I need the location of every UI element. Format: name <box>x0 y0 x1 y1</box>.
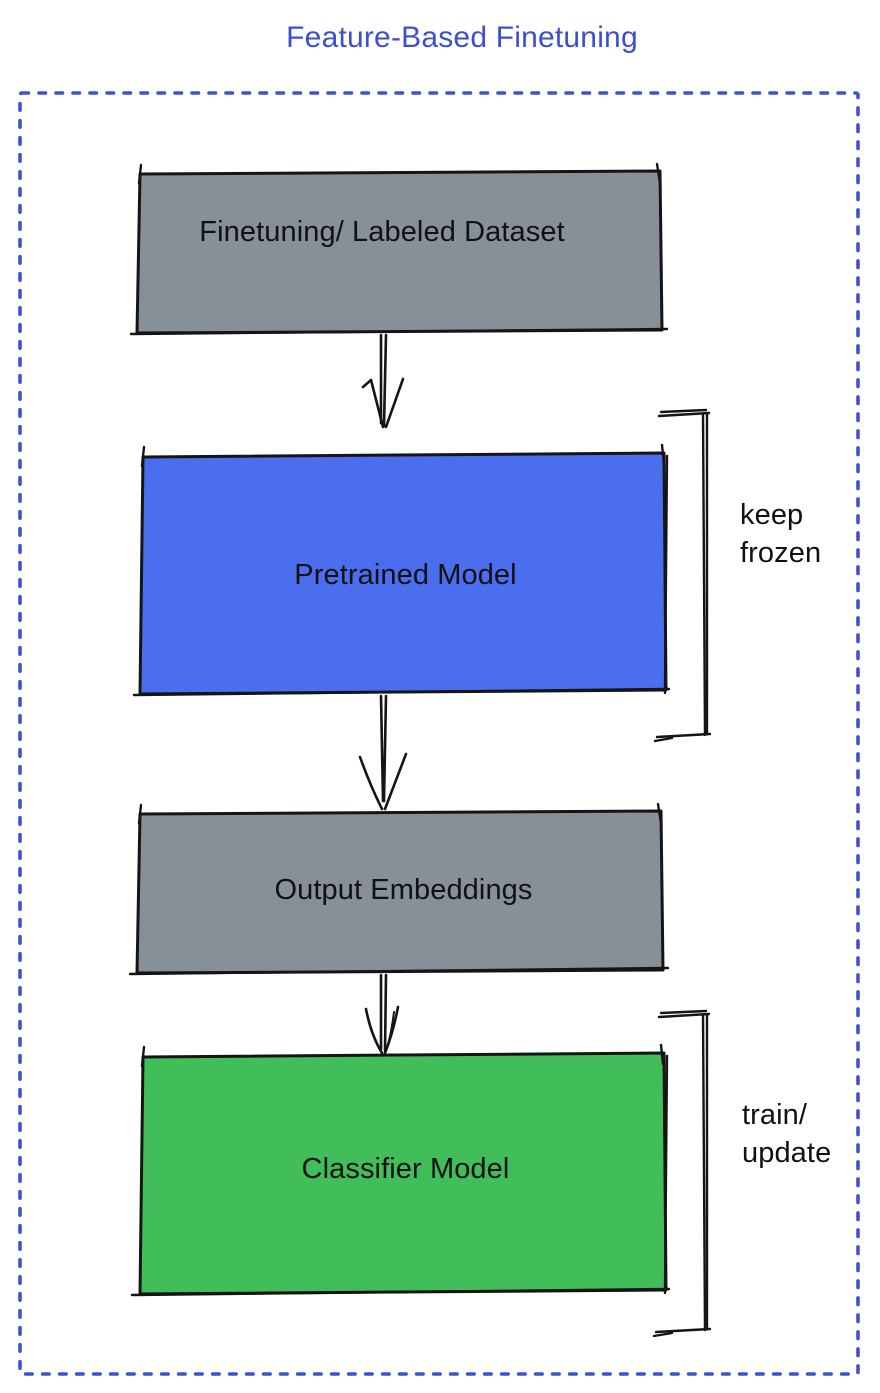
node-finetuning-dataset-box <box>135 169 664 335</box>
node-finetuning-dataset-sketch <box>129 162 669 336</box>
down-arrow-2 <box>358 694 408 811</box>
node-output-embeddings-sketch <box>128 802 670 976</box>
keep-frozen-bracket <box>653 408 712 743</box>
node-pretrained-model-sketch <box>132 443 671 697</box>
train-update-bracket <box>652 1009 712 1338</box>
node-classifier-model-sketch <box>130 1043 671 1297</box>
down-arrow-3 <box>364 973 400 1055</box>
diagram-title: Feature-Based Finetuning <box>286 21 638 54</box>
node-output-embeddings-box <box>135 809 665 975</box>
train-update-label: train/ update <box>742 1099 832 1169</box>
node-pretrained-model-box <box>138 451 668 696</box>
node-classifier-model-box <box>138 1051 668 1296</box>
dashed-frame <box>18 91 860 1376</box>
keep-frozen-label: keep frozen <box>740 499 822 569</box>
down-arrow-1 <box>361 333 405 429</box>
ink-strokes <box>128 162 712 1338</box>
